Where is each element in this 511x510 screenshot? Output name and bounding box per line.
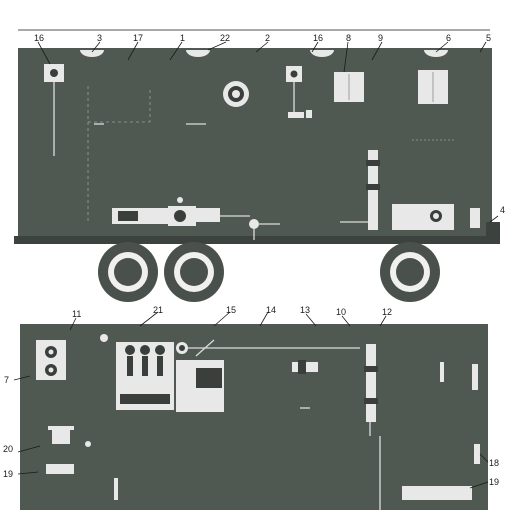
ceiling-light	[80, 50, 104, 57]
callout-label: 14	[266, 305, 276, 315]
callout-label: 9	[378, 33, 383, 43]
callout-label: 1	[180, 33, 185, 43]
side-view: 16 3 17 1 22 2 16 8 9 6 5 4	[14, 29, 505, 302]
ceiling-light	[186, 50, 210, 57]
callout-label: 13	[300, 305, 310, 315]
floor-item	[46, 464, 74, 474]
ceiling-light	[424, 50, 448, 57]
callout-label: 18	[489, 458, 499, 468]
callout-label: 11	[72, 309, 81, 319]
callout-label: 22	[220, 33, 230, 43]
plan-view-body	[20, 324, 488, 510]
chassis-beam	[14, 236, 500, 244]
callout-label: 19	[3, 469, 13, 479]
callout-label: 20	[3, 444, 13, 454]
callout-label: 16	[34, 33, 44, 43]
ceiling-light	[310, 50, 334, 57]
small-pump	[52, 428, 70, 444]
callout-label: 5	[486, 33, 491, 43]
callout-label: 19	[489, 477, 499, 487]
callout-label: 7	[4, 375, 9, 385]
plan-manifold	[366, 344, 376, 422]
wheel	[98, 242, 158, 302]
wheel	[164, 242, 224, 302]
bottom-tank	[402, 486, 472, 500]
wheel	[380, 242, 440, 302]
callout-label: 21	[153, 305, 163, 315]
callout-label: 15	[226, 305, 236, 315]
callout-label: 16	[313, 33, 323, 43]
callout-label: 3	[97, 33, 102, 43]
heater-box	[392, 204, 454, 230]
callout-label: 2	[265, 33, 270, 43]
callout-label: 12	[382, 307, 392, 317]
plan-view: 11 21 15 14 13 10 12 7 20 19 18 19	[3, 305, 499, 510]
callout-label: 10	[336, 307, 346, 317]
callout-label: 6	[446, 33, 451, 43]
callout-label: 17	[133, 33, 143, 43]
callout-label: 4	[500, 205, 505, 215]
callout-label: 8	[346, 33, 351, 43]
